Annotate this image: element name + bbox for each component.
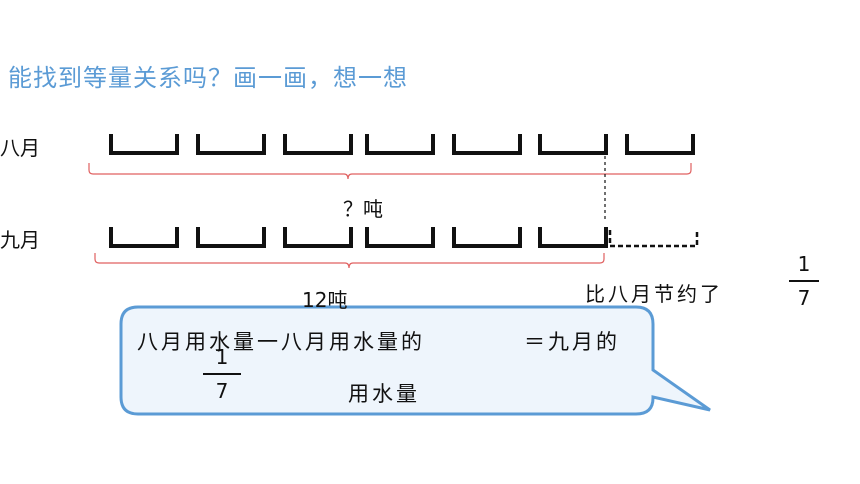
september-segment-6: [538, 227, 608, 248]
callout-fraction-denominator: 7: [215, 378, 229, 403]
august-segment-3: [283, 134, 353, 155]
callout-line1-right: ＝九月的: [524, 330, 620, 354]
callout-bubble: [119, 305, 711, 416]
september-segment-3: [283, 227, 353, 248]
september-segment-5: [452, 227, 522, 248]
september-segment-1: [109, 227, 179, 248]
august-segment-6: [538, 134, 608, 155]
september-missing-segment: [608, 230, 699, 248]
callout-fraction-numerator: 1: [215, 345, 229, 369]
saved-fraction-denominator: 7: [797, 285, 811, 310]
saved-fraction-bar: [789, 280, 819, 282]
september-segment-2: [196, 227, 266, 248]
september-segments: [109, 227, 608, 248]
september-segment-4: [365, 227, 435, 248]
august-brace: [88, 163, 692, 180]
callout-line1-left: 八月用水量一八月用水量的: [137, 330, 425, 354]
august-segment-5: [452, 134, 522, 155]
saved-label: 比八月节约了: [585, 282, 723, 306]
saved-fraction: 1 7: [789, 252, 819, 310]
august-total-label: ？吨: [343, 197, 383, 221]
callout-line2: 用水量: [348, 382, 420, 406]
august-segment-7: [625, 134, 695, 155]
august-segment-1: [109, 134, 179, 155]
callout-fraction: 1 7: [203, 345, 241, 403]
august-segments: [109, 134, 695, 155]
september-total-label: 12吨: [302, 288, 348, 312]
callout-fraction-bar: [203, 373, 241, 375]
august-row-label: 八月: [0, 136, 40, 160]
august-segment-2: [196, 134, 266, 155]
question-title: 能找到等量关系吗？画一画，想一想: [8, 64, 408, 92]
september-brace: [94, 253, 605, 269]
september-row-label: 九月: [0, 228, 40, 252]
saved-fraction-numerator: 1: [797, 252, 811, 276]
august-segment-4: [365, 134, 435, 155]
